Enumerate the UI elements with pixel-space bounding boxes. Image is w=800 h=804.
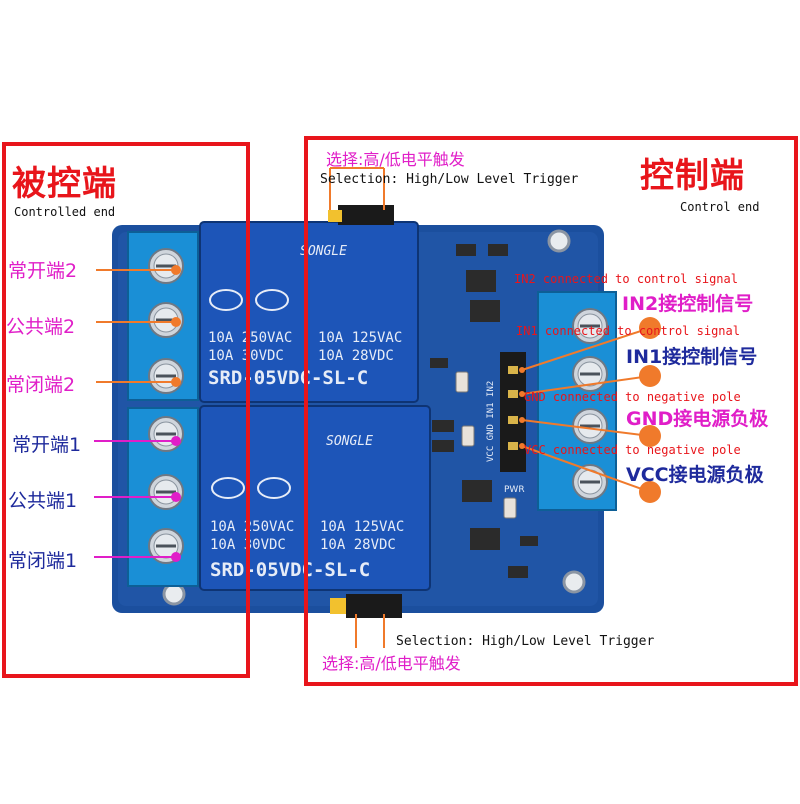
relay-bottom-spec4: 10A 28VDC [320,537,396,553]
relay-logo-marks [209,289,291,499]
header-pin [508,442,518,450]
bottom-trigger-label-en: Selection: High/Low Level Trigger [396,634,655,649]
controlled-end-frame [2,142,250,678]
terminal-label-no1: 常开端1 [12,434,82,456]
pin-callout [519,443,661,503]
relay-bottom-spec3: 10A 125VAC [320,519,404,535]
header-pin [508,366,518,374]
pin-callout [519,317,661,373]
pin-vcc-desc-en: VCC connected to negative pole [524,443,741,457]
terminal-callout [96,265,181,275]
top-trigger-label-cn: 选择:高/低电平触发 [326,150,465,169]
header-pin [508,416,518,424]
control-end-frame [304,136,798,686]
right-screw [572,408,608,444]
relay-top-model: SRD-05VDC-SL-C [208,367,368,389]
pin-vcc-desc-cn: VCC接电源负极 [626,464,764,486]
left-screw [148,248,184,284]
terminal-label-nc1: 常闭端1 [8,550,78,572]
top-trigger-bracket [329,167,385,210]
terminal-label-no2: 常开端2 [8,260,78,282]
right-screws [572,308,608,500]
pin-callout [519,417,661,447]
relay-bottom [199,405,431,591]
control-end-title: 控制端 [640,156,745,196]
relay-top-brand: SONGLE [300,244,347,259]
terminal-callout [96,317,181,327]
terminal-callout [94,552,181,562]
terminal-label-nc2: 常闭端2 [6,374,76,396]
terminal-label-com2: 公共端2 [6,316,76,338]
status-leds [455,371,517,519]
relay-top-spec1: 10A 250VAC [208,330,292,346]
relay-bottom-brand: SONGLE [326,434,373,449]
pin-in1-desc-en: IN1 connected to control signal [516,324,740,338]
pin-gnd-desc-en: GND connected to negative pole [524,390,741,404]
relay-top-spec2: 10A 30VDC [208,348,284,364]
relay-bottom-spec1: 10A 250VAC [210,519,294,535]
relay-top [199,221,419,403]
pin-gnd-desc-cn: GND接电源负极 [626,408,769,430]
bottom-trigger-label-cn: 选择:高/低电平触发 [322,654,461,673]
top-trigger-label-en: Selection: High/Low Level Trigger [320,172,579,187]
mounting-holes [162,229,586,606]
relay-top-spec4: 10A 28VDC [318,348,394,364]
left-screw [148,302,184,338]
top-jumper [328,205,394,225]
left-screw [148,358,184,394]
pin-in1-desc-cn: IN1接控制信号 [626,346,758,368]
pin-header-pins [508,366,518,450]
relay-bottom-model: SRD-05VDC-SL-C [210,559,370,581]
pin-in2-desc-en: IN2 connected to control signal [514,272,738,286]
pin-header-silkscreen: VCC GND IN1 IN2 [486,381,496,462]
callouts [94,265,661,562]
left-screw [148,474,184,510]
header-pin [508,390,518,398]
left-screw [148,416,184,452]
control-end-subtitle: Control end [680,200,760,214]
terminal-label-com1: 公共端1 [8,490,78,512]
terminal-callout [94,436,181,446]
controlled-end-subtitle: Controlled end [14,205,116,219]
pin-in2-desc-cn: IN2接控制信号 [622,293,754,315]
right-screw [572,308,608,344]
bottom-trigger-bracket [355,614,385,648]
pin-callout [519,365,661,397]
terminal-callout [96,377,181,387]
controlled-end-title: 被控端 [12,164,117,204]
pwr-silkscreen: PWR [504,485,525,495]
relay-top-spec3: 10A 125VAC [318,330,402,346]
terminal-callout [94,492,181,502]
smd-components [430,244,538,578]
